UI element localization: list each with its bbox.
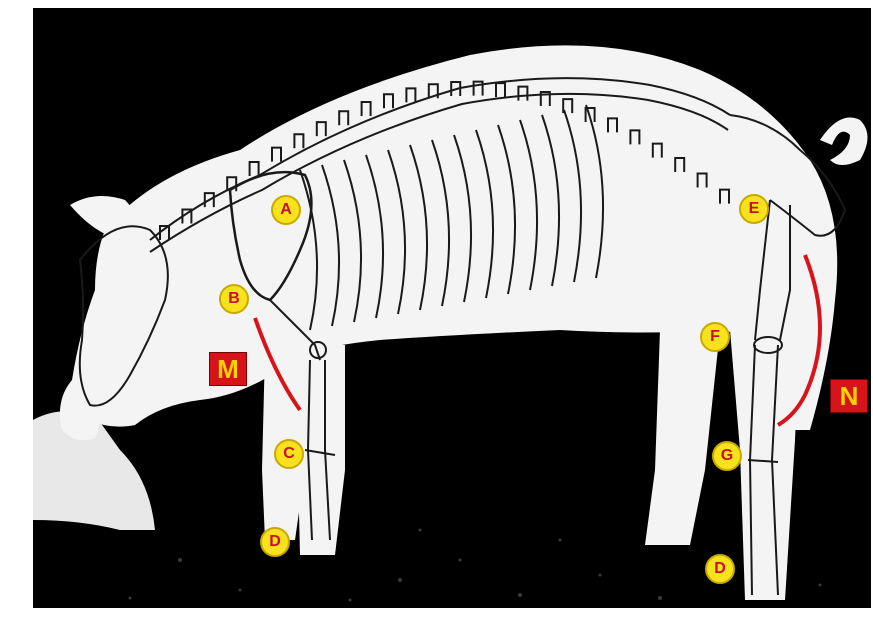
marker-e: E [739, 194, 769, 224]
region-label-m: M [209, 352, 247, 386]
marker-g: G [712, 441, 742, 471]
marker-a: A [271, 195, 301, 225]
marker-f: F [700, 322, 730, 352]
region-label-n: N [830, 379, 868, 413]
marker-d-front: D [260, 527, 290, 557]
marker-c: C [274, 439, 304, 469]
marker-b: B [219, 284, 249, 314]
marker-d-rear: D [705, 554, 735, 584]
